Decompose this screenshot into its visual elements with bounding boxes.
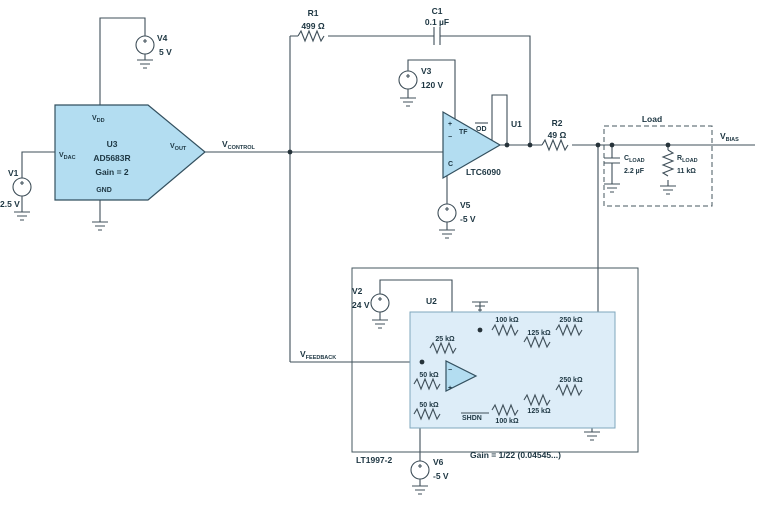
pin-od: OD [476,126,487,133]
voltage-source-v5: V5 -5 V [437,200,476,224]
load-box: Load CLOAD 2.2 µF RLOAD 11 kΩ [603,114,713,207]
source-ref: V1 [8,168,19,178]
source-value: 2.5 V [0,199,20,209]
resistor-value: 125 kΩ [527,330,551,337]
ground-icon [583,431,601,441]
ground-icon [91,221,109,231]
resistor-r1: R1 499 Ω [297,8,325,42]
resistor-value: 25 kΩ [435,336,455,343]
source-value: -5 V [460,214,476,224]
pin-gnd: GND [96,187,112,194]
u2-outer-box [351,267,639,453]
pin-vdac: VDAC [59,152,76,161]
voltage-source-icon [135,35,155,55]
pin-plus: + [448,121,452,128]
source-value: 120 V [421,80,444,90]
voltage-source-v1: V1 2.5 V [0,168,32,209]
ground-icon [136,59,154,69]
resistor-icon [541,139,569,151]
net-vbias: VBIAS [720,131,739,143]
capacitor-value: 0.1 µF [425,17,449,27]
voltage-source-v3: V3 120 V [398,66,444,90]
ground-icon [399,97,417,107]
resistor-value: 100 kΩ [495,317,519,324]
resistor-ref: R2 [552,118,563,128]
fb-amp-u2: U2 LT1997-2 Gain = 1/22 (0.04545...) − +… [351,267,639,465]
load-capacitor-icon [604,157,620,164]
fbamp-opamp-body [445,360,478,392]
load-res-ref: RLOAD [677,155,698,164]
net-vcontrol: VCONTROL [222,139,256,151]
load-title: Load [642,114,662,124]
resistor-value: 250 kΩ [559,377,583,384]
load-res-value: 11 kΩ [677,168,696,175]
fbamp-ref: U2 [426,296,437,306]
pin-shdn: SHDN [462,415,482,422]
source-ref: V3 [421,66,432,76]
capacitor-c1: C1 0.1 µF [425,6,449,45]
voltage-source-icon [410,460,430,480]
ground-icon [603,183,621,193]
source-ref: V6 [433,457,444,467]
load-outline [603,125,713,207]
pin-minus: − [448,134,452,141]
source-value: 5 V [159,47,172,57]
dac-ref: U3 [107,139,118,149]
voltage-source-icon [437,203,457,223]
load-cap-value: 2.2 µF [624,168,645,175]
net-vfeedback: VFEEDBACK [300,349,336,361]
dac-body [54,104,206,201]
voltage-source-v6: V6 -5 V [410,457,449,481]
capacitor-icon [433,27,441,45]
pin-plus: + [448,385,452,392]
fbamp-part: LT1997-2 [356,455,392,465]
voltage-source-v4: V4 5 V [135,33,172,57]
load-resistor-icon [662,149,674,177]
resistor-value: 499 Ω [301,21,325,31]
resistor-r2: R2 49 Ω [541,118,569,151]
pin-vout: VOUT [170,143,187,152]
resistor-value: 50 kΩ [419,402,439,409]
source-ref: V5 [460,200,471,210]
opamp-body [442,110,502,180]
resistor-value: 100 kΩ [495,418,519,425]
voltage-source-icon [398,70,418,90]
ground-icon [13,211,31,221]
dac-gain: Gain = 2 [95,167,129,177]
source-ref: V2 [352,286,363,296]
resistor-value: 49 Ω [548,130,567,140]
dac-u3: VDD VDAC VOUT GND U3 AD5683R Gain = 2 [54,104,206,201]
voltage-source-v2: V2 24 V [352,286,390,313]
pin-tf: TF [459,129,468,136]
opamp-u1: + − C TF OD U1 LTC6090 [442,110,522,180]
resistor-value: 125 kΩ [527,408,551,415]
resistor-icon [297,30,325,42]
source-value: -5 V [433,471,449,481]
ground-icon [659,185,677,195]
capacitor-ref: C1 [432,6,443,16]
opamp-ref: U1 [511,119,522,129]
ground-icon [371,319,389,329]
voltage-source-icon [370,293,390,313]
source-ref: V4 [157,33,168,43]
pin-minus: − [448,367,452,374]
resistor-value: 50 kΩ [419,372,439,379]
resistor-value: 250 kΩ [559,317,583,324]
junction-dots [287,142,671,365]
resistor-ref: R1 [308,8,319,18]
wires [21,17,755,486]
ground-icon [411,485,429,495]
load-cap-ref: CLOAD [624,155,645,164]
pin-comp: C [448,161,453,168]
fbamp-gain-note: Gain = 1/22 (0.04545...) [470,450,561,460]
dac-part: AD5683R [93,153,130,163]
source-value: 24 V [352,300,370,310]
ground-icon [438,229,456,239]
voltage-source-icon [12,177,32,197]
opamp-part: LTC6090 [466,167,501,177]
pin-vdd: VDD [92,115,105,124]
